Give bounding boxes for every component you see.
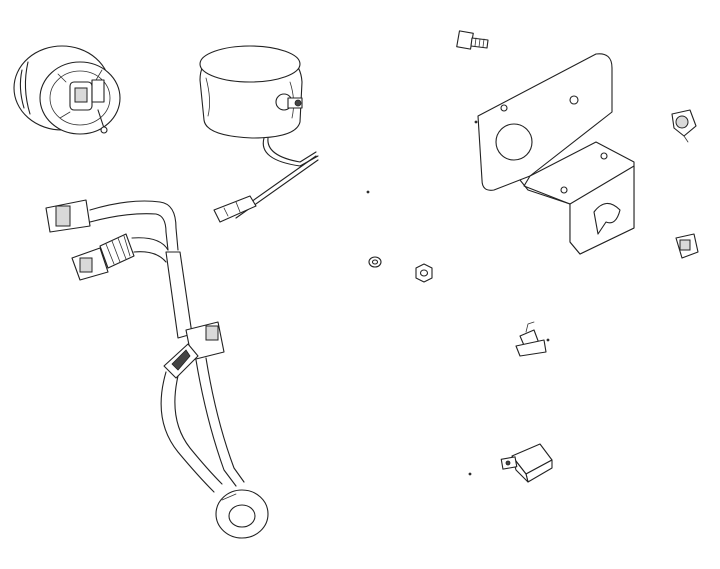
wiring-harness (45, 199, 269, 539)
harness-clip (515, 321, 547, 357)
bolt (456, 30, 489, 50)
horn-rear-unit (199, 45, 319, 223)
mounting-bracket (477, 53, 635, 255)
retainer-clip-upper (671, 109, 697, 143)
relay (500, 443, 553, 483)
nut (415, 263, 433, 283)
retainer-clip-lower (675, 233, 699, 259)
reference-dots (366, 120, 550, 476)
horn-front-unit (13, 45, 121, 135)
washer (368, 256, 382, 268)
